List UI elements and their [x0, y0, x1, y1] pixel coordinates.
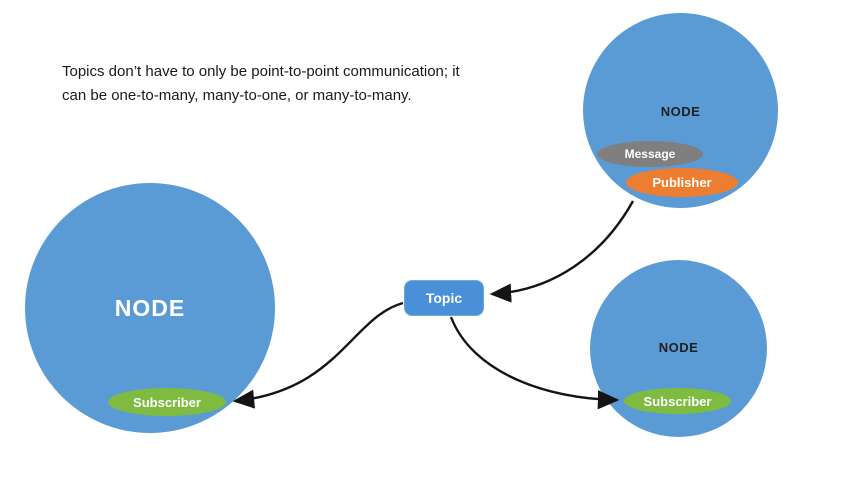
node-label-top-right: NODE	[660, 104, 701, 119]
publisher-pill: Publisher	[626, 168, 738, 197]
caption: Topics don’t have to only be point-to-po…	[62, 60, 502, 108]
subscriber-pill-left: Subscriber	[108, 388, 226, 416]
arrow-publisher-to-topic	[489, 200, 635, 303]
subscriber-pill-right: Subscriber	[624, 388, 731, 414]
caption-line-1: Topics don’t have to only be point-to-po…	[62, 63, 460, 80]
topic-box: Topic	[404, 280, 484, 316]
node-label-bottom-right: NODE	[658, 340, 699, 355]
message-pill: Message	[597, 141, 703, 167]
node-label-left: NODE	[114, 295, 186, 321]
caption-line-2: can be one-to-many, many-to-one, or many…	[62, 87, 412, 104]
